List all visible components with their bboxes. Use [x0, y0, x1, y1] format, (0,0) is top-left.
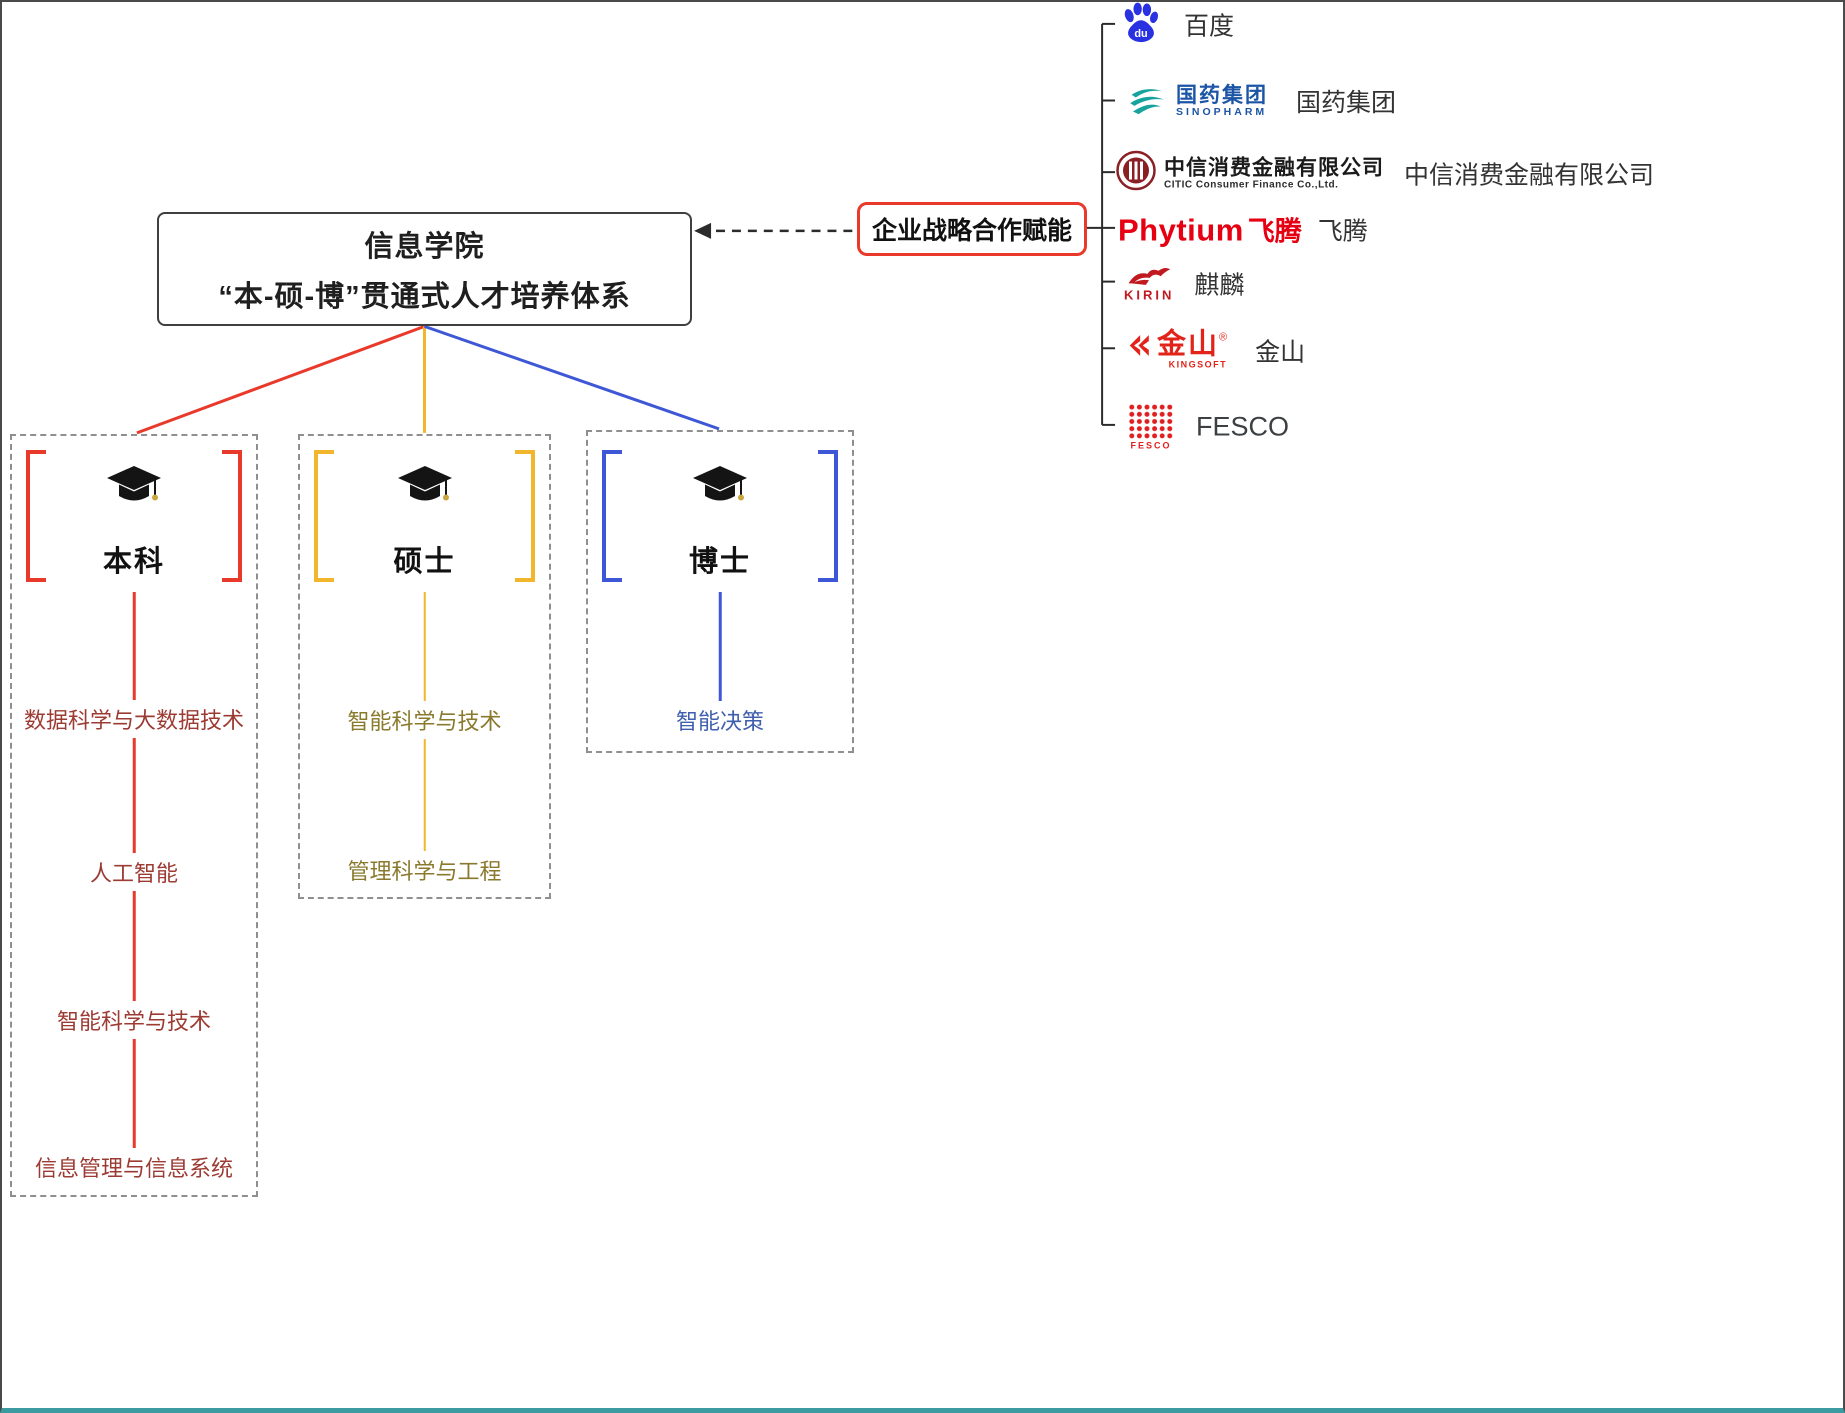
company-row-phytium: Phytium 飞腾 飞腾	[1118, 210, 1368, 249]
fesco-logo-text: FESCO	[1130, 440, 1172, 451]
track-label-undergraduate: 本科	[102, 546, 166, 578]
fesco-dot-grid	[1128, 403, 1174, 440]
program-intelligent-science-ug: 智能科学与技术	[49, 1001, 219, 1039]
track-line-phd	[718, 592, 722, 722]
track-box-undergraduate: 本科 数据科学与大数据技术 人工智能 智能科学与技术 信息管理与信息系统	[10, 434, 258, 1197]
company-label-sinopharm: 国药集团	[1296, 89, 1397, 117]
citic-logo-text-en: CITIC Consumer Finance Co.,Ltd.	[1164, 179, 1339, 191]
sinopharm-logo-text-cn: 国药集团	[1176, 83, 1268, 107]
kingsoft-logo-text-cn: 金山	[1157, 328, 1220, 361]
bracket-right-phd	[818, 450, 838, 582]
partner-label: 企业战略合作赋能	[871, 217, 1072, 245]
company-label-phytium: 飞腾	[1317, 217, 1368, 245]
company-row-fesco: FESCO FESCO	[1128, 403, 1290, 451]
bracket-right-undergraduate	[222, 450, 242, 582]
program-intelligent-decision: 智能决策	[668, 701, 772, 739]
company-row-citic: 中信消费金融有限公司 CITIC Consumer Finance Co.,Lt…	[1116, 150, 1655, 196]
fesco-logo-icon: FESCO	[1128, 403, 1174, 451]
company-label-citic: 中信消费金融有限公司	[1404, 161, 1655, 189]
partner-box: 企业战略合作赋能	[857, 202, 1087, 256]
company-label-kingsoft: 金山	[1255, 338, 1306, 366]
track-label-master: 硕士	[393, 546, 456, 578]
company-row-kirin: KIRIN 麒麟	[1124, 265, 1244, 302]
bracket-left-undergraduate	[26, 450, 46, 582]
citic-logo-icon	[1116, 150, 1156, 196]
citic-logo-text-cn: 中信消费金融有限公司	[1164, 155, 1384, 180]
kingsoft-logo-icon: 金山 ® KINGSOFT	[1128, 328, 1228, 370]
company-label-kirin: 麒麟	[1194, 271, 1245, 299]
program-artificial-intelligence: 人工智能	[82, 853, 186, 891]
phytium-logo-text-cn: 飞腾	[1247, 216, 1302, 247]
svg-text:du: du	[1134, 28, 1147, 40]
bracket-left-phd	[602, 450, 622, 582]
program-management-science: 管理科学与工程	[340, 851, 509, 889]
kirin-logo-text: KIRIN	[1124, 287, 1175, 303]
track-box-phd: 博士 智能决策	[586, 430, 854, 753]
sinopharm-logo-text-en: SINOPHARM	[1176, 105, 1268, 118]
main-title-line2: “本-硕-博”贯通式人才培养体系	[218, 281, 631, 313]
bracket-left-master	[314, 450, 334, 582]
bracket-right-master	[515, 450, 535, 582]
program-intelligent-science-ms: 智能科学与技术	[340, 701, 509, 739]
track-box-master: 硕士 智能科学与技术 管理科学与工程	[298, 434, 551, 899]
main-title-line1: 信息学院	[364, 231, 485, 263]
citic-logo-text: 中信消费金融有限公司 CITIC Consumer Finance Co.,Lt…	[1164, 155, 1384, 191]
kingsoft-registered-mark: ®	[1219, 331, 1228, 344]
company-label-baidu: 百度	[1184, 12, 1235, 40]
baidu-logo-icon: du	[1120, 2, 1162, 48]
program-information-management: 信息管理与信息系统	[27, 1148, 241, 1186]
kingsoft-logo-text-en: KINGSOFT	[1168, 359, 1228, 370]
kirin-logo-icon: KIRIN	[1124, 265, 1174, 302]
phytium-logo-text-en: Phytium	[1118, 212, 1244, 248]
graduation-cap-icon	[105, 464, 163, 515]
company-label-fesco: FESCO	[1196, 411, 1290, 442]
program-data-science: 数据科学与大数据技术	[16, 700, 252, 738]
track-label-phd: 博士	[688, 546, 752, 578]
sinopharm-logo-icon: 国药集团 SINOPHARM	[1126, 84, 1268, 119]
graduation-cap-icon	[396, 464, 454, 515]
phytium-logo: Phytium 飞腾	[1118, 210, 1302, 249]
main-title-box: 信息学院 “本-硕-博”贯通式人才培养体系	[157, 212, 692, 326]
graduation-cap-icon	[691, 464, 749, 515]
company-row-kingsoft: 金山 ® KINGSOFT 金山	[1128, 328, 1306, 370]
company-row-baidu: du 百度	[1120, 2, 1235, 48]
company-row-sinopharm: 国药集团 SINOPHARM 国药集团	[1126, 83, 1396, 119]
